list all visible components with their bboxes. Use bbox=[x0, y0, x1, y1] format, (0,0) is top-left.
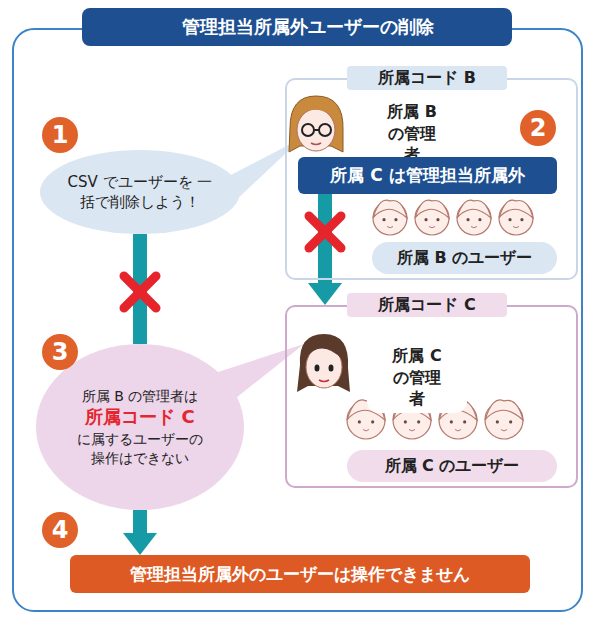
admin-label: 所属 C の管理者 bbox=[367, 342, 467, 413]
user-face bbox=[499, 200, 533, 235]
node-text: 所属 B の管理者は bbox=[65, 387, 215, 406]
title-band: 管理担当所属外ユーザーの削除 bbox=[82, 8, 512, 46]
flow-arrow bbox=[123, 510, 157, 555]
node-text: 所属 C のユーザー bbox=[385, 455, 520, 477]
title-text: 管理担当所属外ユーザーの削除 bbox=[160, 15, 434, 39]
cross-mark bbox=[309, 216, 341, 248]
users-pill: 所属 C のユーザー bbox=[347, 450, 557, 482]
flow-arrow bbox=[308, 194, 342, 305]
user-faces bbox=[347, 200, 533, 439]
users-pill: 所属 B のユーザー bbox=[372, 242, 557, 274]
speech-bubble: CSV でユーザーを 一括で削除しよう！ bbox=[40, 150, 240, 234]
callout-text: 3 bbox=[52, 338, 69, 366]
bubble-shape bbox=[40, 150, 240, 234]
node-text: 所属コード C bbox=[60, 405, 220, 429]
region-heading: 所属コード C bbox=[347, 293, 507, 317]
callout-number: 3 bbox=[42, 334, 78, 370]
notice-band: 所属 C は管理担当所属外 bbox=[298, 157, 557, 194]
user-face bbox=[485, 400, 523, 439]
callout-number: 4 bbox=[42, 512, 78, 548]
admin-b-avatar bbox=[289, 96, 343, 152]
affiliation-c-region: 所属コード C所属 C の管理者所属 C のユーザー bbox=[285, 305, 578, 488]
callout-text: 4 bbox=[52, 516, 69, 544]
node-text: 所属 B のユーザー bbox=[397, 247, 532, 269]
node-text: CSV でユーザーを 一括で削除しよう！ bbox=[67, 172, 213, 213]
node-text: 所属 C は管理担当所属外 bbox=[330, 164, 524, 187]
callout-number: 1 bbox=[42, 117, 78, 153]
bubble-outline bbox=[40, 150, 240, 234]
admin-c-avatar bbox=[297, 334, 350, 392]
flow-arrow bbox=[140, 234, 141, 344]
node-text: 所属 C の管理者 bbox=[386, 345, 448, 410]
user-face bbox=[457, 200, 491, 235]
speech-bubble: 所属 B の管理者は所属コード Cに属するユーザーの 操作はできない bbox=[36, 344, 244, 510]
affiliation-b-region: 所属コード B所属 B の管理者所属 C は管理担当所属外所属 B のユーザー bbox=[285, 78, 578, 280]
node-text: 管理担当所属外のユーザーは操作できません bbox=[130, 563, 470, 586]
cross-mark bbox=[124, 276, 156, 308]
node-text: に属するユーザーの 操作はできない bbox=[70, 430, 210, 468]
user-face bbox=[415, 200, 449, 235]
callout-text: 2 bbox=[530, 114, 547, 142]
callout-number: 2 bbox=[520, 110, 556, 146]
conclusion-band: 管理担当所属外のユーザーは操作できません bbox=[70, 555, 530, 593]
callout-text: 1 bbox=[52, 121, 69, 149]
bubble-outline bbox=[36, 344, 244, 510]
region-heading: 所属コード B bbox=[347, 66, 507, 90]
user-face bbox=[373, 200, 407, 235]
